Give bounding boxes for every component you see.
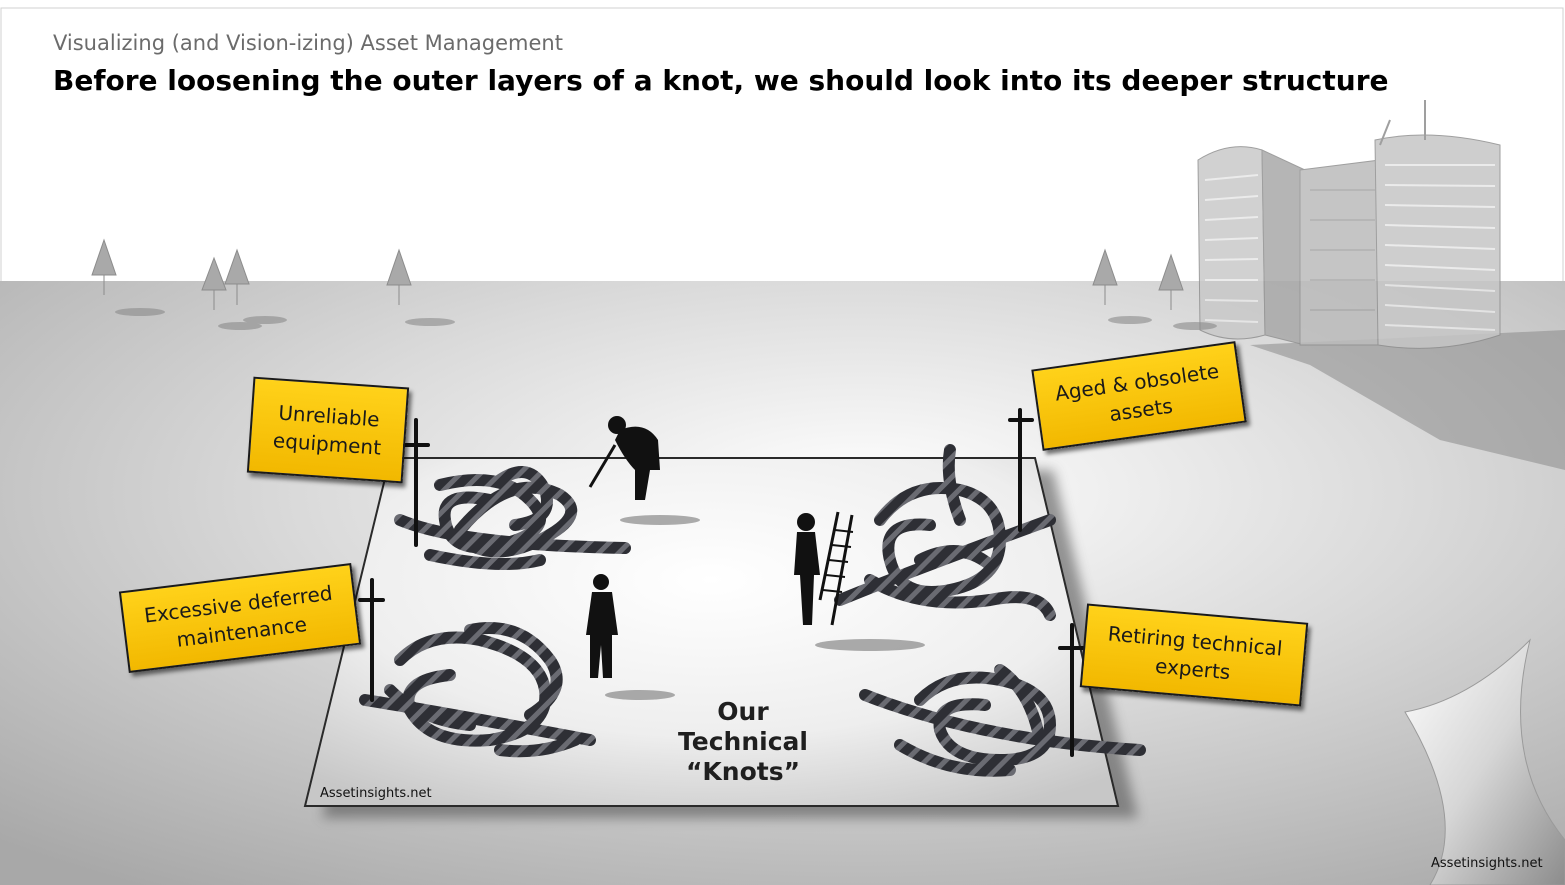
slide-subtitle: Visualizing (and Vision-izing) Asset Man… [53,31,563,55]
trees [91,238,1184,310]
mat-watermark: Assetinsights.net [320,786,432,801]
page-curl [1404,638,1565,885]
office-building [1197,100,1501,349]
knot-top-right [834,444,1056,621]
knot-bottom-right [859,664,1146,777]
ladder-shadow [815,639,925,651]
worker-ladder-figure [794,511,854,626]
sign-posts [358,408,1085,757]
building-shadow [1250,330,1565,470]
slide-title: Before loosening the outer layers of a k… [53,64,1389,97]
standing-worker-shadow [605,690,675,700]
tree-shadows [115,308,1217,330]
mat-label-technical-knots: Our Technical “Knots” [678,697,808,786]
worker-bending-figure [588,416,660,500]
worker-shadow [620,515,700,525]
footer-credit: Assetinsights.net [1431,856,1543,871]
worker-silhouettes [586,416,925,700]
rope-knots [359,444,1146,777]
worker-standing-figure [586,574,618,678]
knot-bottom-left [359,622,596,758]
sign-unreliable-equipment: Unreliable equipment [246,376,410,484]
